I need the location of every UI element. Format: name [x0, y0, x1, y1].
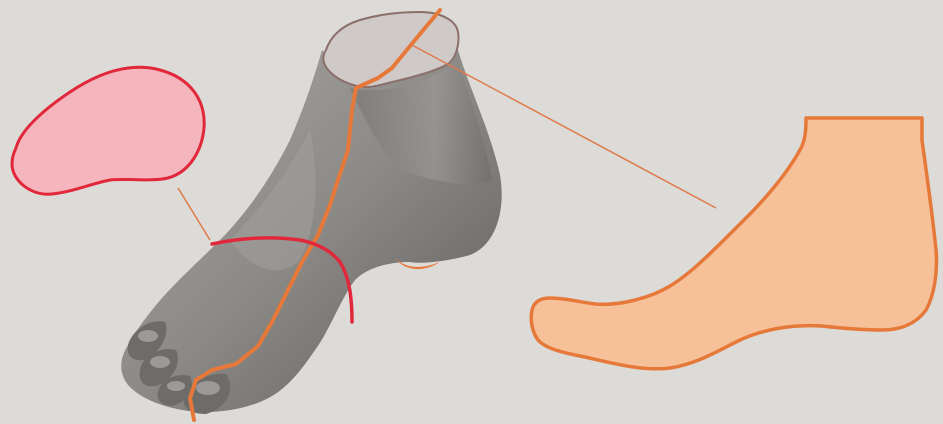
transverse-section-shape [12, 67, 204, 194]
sagittal-section-shape [531, 118, 936, 369]
instep-shading [230, 130, 316, 270]
transverse-connector [178, 188, 210, 240]
